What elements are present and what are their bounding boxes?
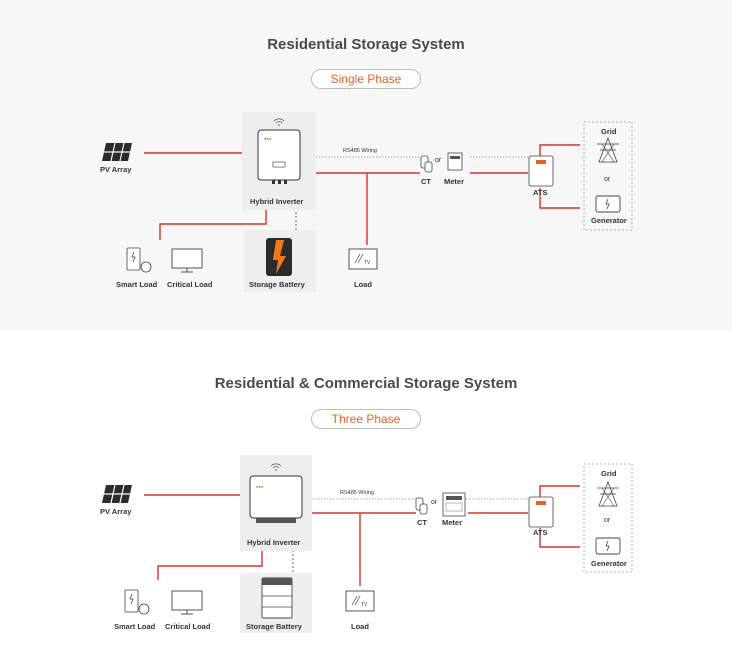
ct-label: CT — [417, 518, 427, 527]
section1-phase-badge: Single Phase — [311, 69, 421, 89]
rs485-wiring-label: RS485 Wiring — [343, 148, 377, 154]
rs485-wiring-label: RS485 Wiring — [340, 490, 374, 496]
ats-icon — [528, 155, 554, 187]
source-options-box — [583, 121, 633, 231]
generator-label: Generator — [591, 216, 627, 225]
monitor-icon — [171, 248, 203, 273]
svg-text:●●●: ●●● — [264, 136, 272, 141]
svg-text:●●●: ●●● — [256, 484, 264, 489]
grid-tower-icon — [597, 136, 619, 163]
wifi-icon — [273, 118, 285, 126]
generator-icon — [595, 537, 621, 555]
ats-label: ATS — [533, 528, 548, 537]
solar-panel-icon — [102, 142, 132, 162]
hybrid-inverter-label: Hybrid Inverter — [250, 197, 304, 206]
smart-load-icon — [126, 247, 152, 273]
critical-load-label: Critical Load — [167, 280, 213, 289]
ct-clamp-icon — [415, 497, 428, 515]
generator-icon — [595, 195, 621, 213]
hybrid-inverter-icon: ●●● — [249, 475, 303, 523]
monitor-icon — [171, 590, 203, 615]
meter-icon — [447, 152, 463, 171]
grid-tower-icon — [597, 480, 619, 507]
grid-or-generator-label: or — [604, 176, 611, 183]
ct-or-meter-label: or — [431, 499, 438, 506]
section2-phase-badge: Three Phase — [311, 409, 421, 429]
ats-label: ATS — [533, 188, 548, 197]
svg-text:TV: TV — [361, 602, 368, 608]
pv-array-label: PV Array — [100, 165, 132, 174]
meter-label: Meter — [444, 177, 465, 186]
meter-label: Meter — [442, 518, 463, 527]
pv-array-label: PV Array — [100, 507, 132, 516]
smart-load-label: Smart Load — [116, 280, 158, 289]
grid-label: Grid — [601, 469, 617, 478]
ct-clamp-icon — [420, 155, 433, 173]
tv-icon: TV — [345, 590, 375, 612]
solar-panel-icon — [102, 484, 132, 504]
ats-icon — [528, 496, 554, 528]
grid-or-generator-label: or — [604, 517, 611, 524]
smart-load-label: Smart Load — [114, 622, 156, 631]
battery-icon — [261, 577, 293, 619]
storage-battery-label: Storage Battery — [246, 622, 302, 631]
smart-load-icon — [124, 589, 150, 615]
section1-title: Residential Storage System — [267, 36, 465, 53]
svg-text:TV: TV — [364, 260, 371, 266]
section2-wiring — [144, 485, 580, 586]
load-label: Load — [351, 622, 369, 631]
load-label: Load — [354, 280, 372, 289]
hybrid-inverter-icon: ●●● — [257, 129, 301, 184]
source-options-box — [583, 463, 633, 573]
tv-icon: TV — [348, 248, 378, 270]
meter-icon — [442, 492, 466, 517]
storage-battery-label: Storage Battery — [249, 280, 305, 289]
section1-wiring — [144, 144, 580, 245]
critical-load-label: Critical Load — [165, 622, 211, 631]
section2-title: Residential & Commercial Storage System — [214, 375, 518, 392]
ct-or-meter-label: or — [435, 157, 442, 164]
battery-icon — [266, 238, 292, 276]
wifi-icon — [270, 463, 282, 471]
single-phase-panel — [0, 0, 732, 330]
generator-label: Generator — [591, 559, 627, 568]
ct-label: CT — [421, 177, 431, 186]
hybrid-inverter-label: Hybrid Inverter — [247, 538, 301, 547]
grid-label: Grid — [601, 127, 617, 136]
